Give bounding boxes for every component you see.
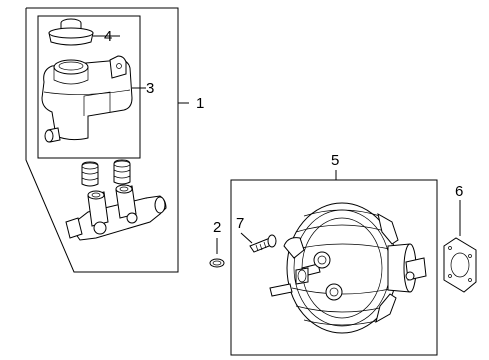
callout-1: 1 [196, 95, 204, 112]
callout-5: 5 [331, 152, 339, 169]
master-cylinder-group-frame [25, 7, 189, 273]
reservoir [41, 55, 146, 143]
callout-7: 7 [236, 215, 244, 232]
booster-group-frame [230, 170, 438, 356]
callout-6: 6 [455, 183, 463, 200]
callout-4: 4 [104, 28, 112, 45]
brake-booster [269, 202, 427, 334]
gasket [443, 200, 477, 293]
callout-3: 3 [146, 80, 154, 97]
grommets [81, 159, 131, 187]
reservoir-cap [48, 18, 120, 46]
master-cylinder [65, 184, 167, 241]
stud-bolt [240, 232, 277, 253]
o-ring [209, 238, 225, 268]
callout-2: 2 [213, 219, 221, 236]
reservoir-kit-frame [37, 15, 141, 159]
